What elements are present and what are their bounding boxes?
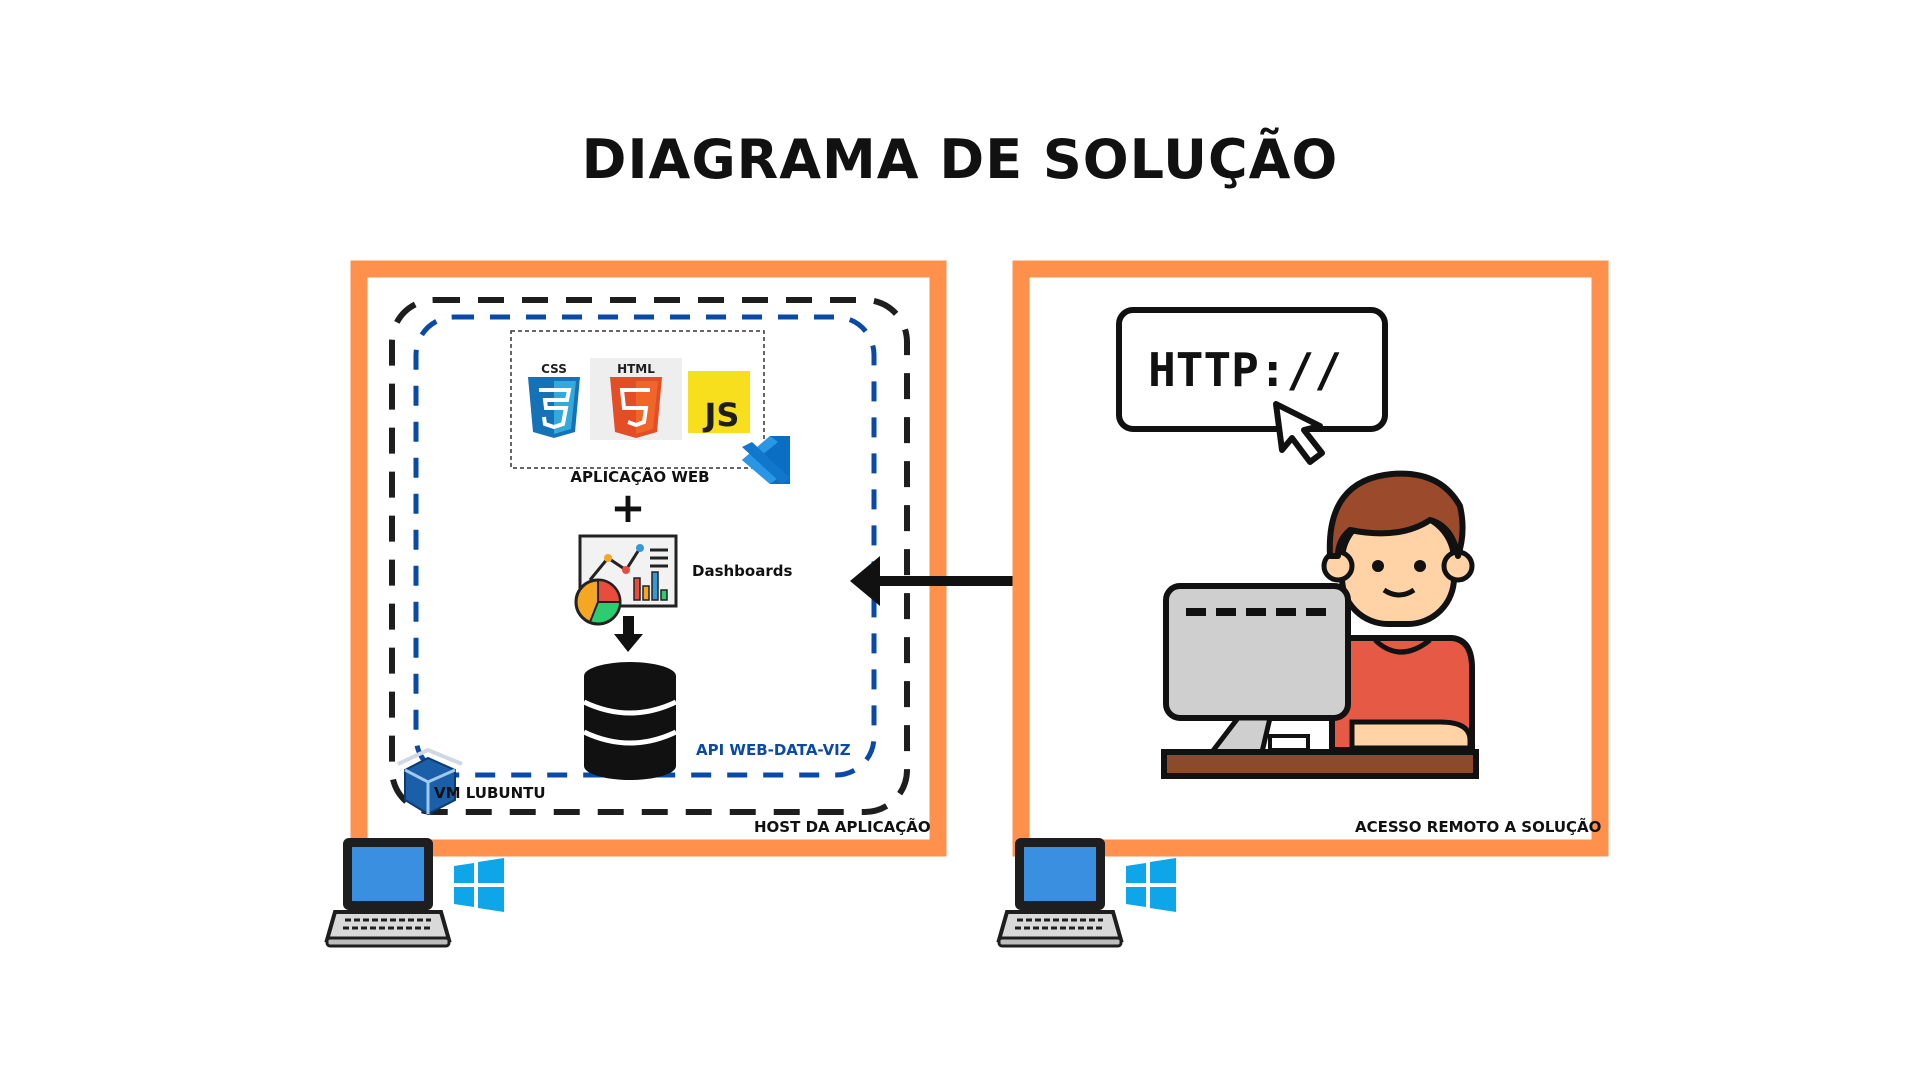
virtualbox-icon (397, 747, 463, 816)
database-icon (582, 662, 678, 780)
dashboards-label: Dashboards (692, 562, 793, 580)
css3-icon: CSS (528, 362, 580, 438)
html5-icon: HTML (610, 362, 662, 438)
vm-label: VM LUBUNTU (434, 784, 546, 802)
windows-icon (454, 858, 504, 912)
js-badge-text: JS (703, 396, 740, 434)
remote-panel-label: ACESSO REMOTO A SOLUÇÃO (1355, 818, 1602, 836)
host-panel-label: HOST DA APLICAÇÃO (754, 818, 931, 836)
api-label: API WEB-DATA-VIZ (696, 741, 851, 759)
plus-symbol: + (610, 483, 645, 532)
http-box (1116, 307, 1388, 432)
css-badge-text: CSS (541, 362, 567, 376)
web-app-label: APLICAÇÃO WEB (570, 468, 710, 486)
windows-icon-right (1126, 858, 1176, 912)
dashboard-icon (574, 534, 678, 626)
user-at-computer-icon (1161, 470, 1479, 779)
vm-boundary (389, 297, 910, 815)
html-badge-text: HTML (617, 362, 655, 376)
laptop-icon-right (996, 838, 1124, 948)
page-title: DIAGRAMA DE SOLUÇÃO (581, 128, 1339, 191)
cursor-icon (1273, 401, 1325, 465)
api-boundary (413, 314, 877, 778)
laptop-icon (324, 838, 452, 948)
http-text: HTTP:// (1148, 343, 1342, 397)
javascript-icon: JS (688, 371, 750, 434)
vscode-icon (742, 436, 790, 484)
arrow-down-icon (614, 616, 643, 652)
web-app-frame (510, 330, 765, 469)
